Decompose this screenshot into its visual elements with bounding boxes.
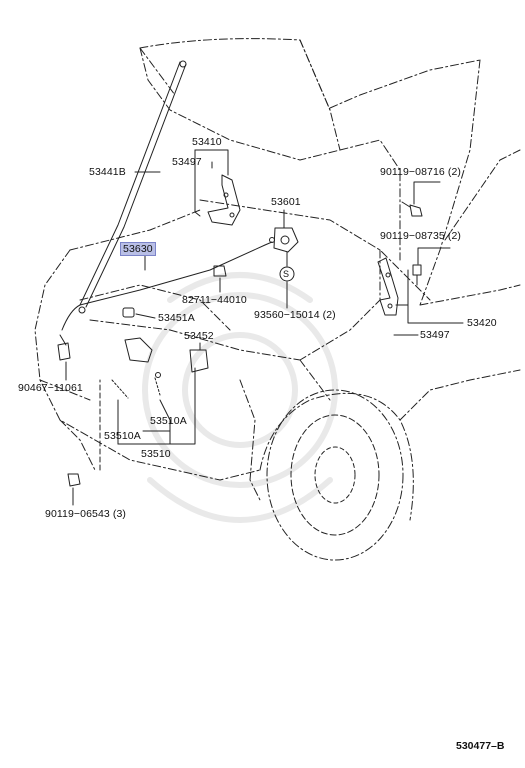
label-53452: 53452 — [184, 330, 214, 342]
label-93560-15014: 93560−15014 (2) — [254, 309, 336, 321]
hood-latch-53510 — [111, 337, 161, 399]
label-90119-08735: 90119−08735 (2) — [380, 230, 461, 242]
hood-support-rod — [79, 60, 187, 308]
leader-lines — [65, 149, 464, 506]
label-53497-lower: 53497 — [420, 329, 450, 341]
label-53451a: 53451A — [158, 312, 195, 324]
label-53441b: 53441B — [89, 166, 126, 178]
hood-hinge-left — [194, 174, 241, 226]
bolt-90119-08735 — [412, 264, 422, 286]
label-53601: 53601 — [271, 196, 301, 208]
clip-82711-44010 — [213, 265, 227, 277]
label-53497-upper: 53497 — [172, 156, 202, 168]
cushion-53451a — [122, 307, 135, 318]
part-53452 — [189, 349, 209, 373]
label-53510a-right: 53510A — [150, 415, 187, 427]
label-82711-44010: 82711−44010 — [182, 294, 247, 306]
label-53630-highlighted[interactable]: 53630 — [120, 242, 156, 256]
vehicle-body — [34, 59, 521, 521]
label-53410: 53410 — [192, 136, 222, 148]
clip-90467-11061 — [57, 342, 71, 361]
label-90467-11061: 90467−11061 — [18, 382, 83, 394]
diagram-reference-code: 530477–B — [456, 740, 505, 752]
hood-outline — [139, 38, 341, 161]
hood-hinge-right — [377, 257, 399, 316]
watermark-emblem — [142, 272, 338, 523]
hood-lock — [273, 227, 299, 253]
label-90119-06543: 90119−06543 (3) — [45, 508, 126, 520]
label-90119-08716: 90119−08716 (2) — [380, 166, 461, 178]
label-53420: 53420 — [467, 317, 497, 329]
bolt-90119-08716 — [401, 201, 423, 217]
screw-symbol: S — [283, 269, 290, 279]
front-tyre — [266, 389, 404, 561]
hood-lock-cable — [59, 237, 275, 346]
label-53510a-left: 53510A — [104, 430, 141, 442]
bolt-90119-06543 — [67, 473, 81, 487]
label-53510: 53510 — [141, 448, 171, 460]
